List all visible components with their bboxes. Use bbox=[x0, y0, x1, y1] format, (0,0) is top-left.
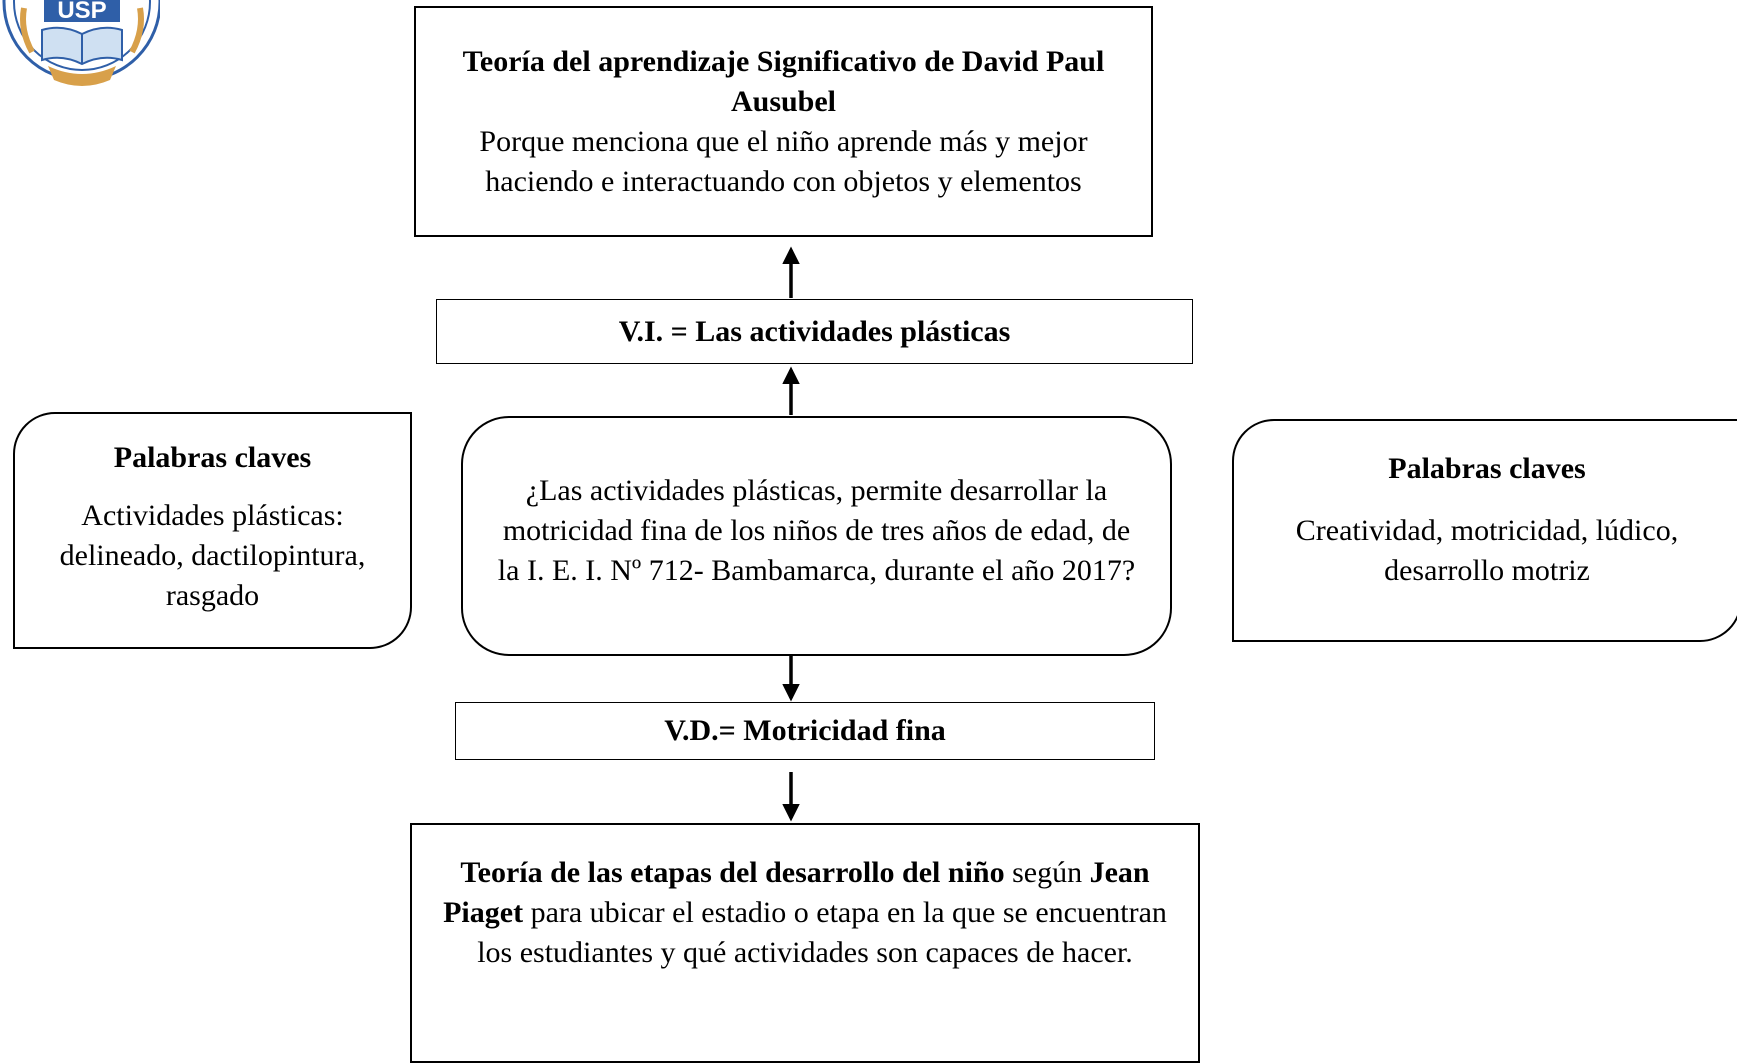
independent-variable-label: V.I. = Las actividades plásticas bbox=[618, 314, 1011, 348]
keywords-left-title: Palabras claves bbox=[113, 441, 312, 474]
ausubel-theory-box: Teoría del aprendizaje Significativo de … bbox=[414, 6, 1153, 237]
piaget-connector: según bbox=[1004, 856, 1090, 889]
ausubel-theory-title: Teoría del aprendizaje Significativo de … bbox=[462, 44, 1105, 118]
connectors bbox=[782, 246, 800, 822]
independent-variable-box: V.I. = Las actividades plásticas bbox=[436, 299, 1193, 364]
ausubel-theory-body: Porque menciona que el niño aprende más … bbox=[479, 124, 1088, 198]
keywords-right-title: Palabras claves bbox=[1388, 452, 1586, 485]
piaget-theory-text: Teoría de las etapas del desarrollo del … bbox=[442, 853, 1168, 973]
logo-text: USP bbox=[57, 0, 106, 24]
logo-seal: USP bbox=[2, 0, 160, 86]
piaget-author: Jean Piaget bbox=[443, 856, 1150, 929]
piaget-theory-body: para ubicar el estadio o etapa en la que… bbox=[477, 896, 1167, 969]
keywords-left-body: Actividades plásticas: delineado, dactil… bbox=[59, 499, 366, 612]
piaget-theory-title: Teoría de las etapas del desarrollo del … bbox=[460, 856, 1005, 889]
university-logo: USP bbox=[2, 0, 160, 86]
dependent-variable-label: V.D.= Motricidad fina bbox=[664, 714, 946, 747]
dependent-variable-box: V.D.= Motricidad fina bbox=[455, 702, 1155, 760]
keywords-right-box: Palabras claves Creatividad, motricidad,… bbox=[1232, 419, 1737, 642]
keywords-right-body: Creatividad, motricidad, lúdico, desarro… bbox=[1295, 514, 1679, 587]
keywords-left-box: Palabras claves Actividades plásticas: d… bbox=[13, 412, 412, 649]
piaget-theory-box: Teoría de las etapas del desarrollo del … bbox=[410, 823, 1200, 1063]
research-question-text: ¿Las actividades plásticas, permite desa… bbox=[497, 474, 1136, 587]
research-question-box: ¿Las actividades plásticas, permite desa… bbox=[461, 416, 1172, 656]
